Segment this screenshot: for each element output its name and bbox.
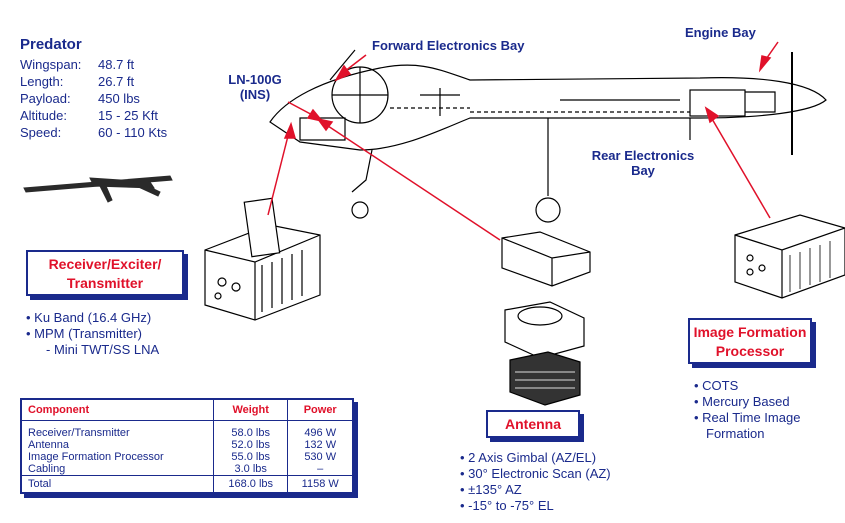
uav-fuselage-drawing [269, 49, 827, 223]
receiver-hardware-drawing [204, 197, 321, 321]
callout-engine-bay: Engine Bay [685, 25, 756, 40]
predator-silhouette [23, 175, 173, 203]
list-item: • MPM (Transmitter) [26, 326, 143, 341]
callout-arrows [267, 41, 779, 241]
image-processor-bullets: • COTS • Mercury Based • Real Time Image… [694, 378, 800, 442]
spec-row-altitude: Altitude:15 - 25 Kft [20, 108, 158, 123]
antenna-title-box: Antenna [486, 410, 580, 438]
callout-forward-electronics-bay: Forward Electronics Bay [372, 38, 525, 53]
list-item: • Real Time Image [694, 410, 801, 425]
image-processor-title-box: Image Formation Processor [688, 318, 812, 364]
list-item: • COTS [694, 378, 739, 393]
list-item: • 30° Electronic Scan (AZ) [460, 466, 611, 481]
list-item: - Mini TWT/SS LNA [46, 342, 160, 357]
list-item: • -15° to -75° EL [460, 498, 554, 513]
spec-row-length: Length:26.7 ft [20, 74, 135, 89]
table-row: Image Formation Processor 55.0 lbs 530 W [22, 450, 352, 463]
spec-row-speed: Speed:60 - 110 Kts [20, 125, 168, 140]
component-table-container: Component Weight Power Receiver/Transmit… [20, 398, 354, 494]
antenna-hardware-drawing [501, 231, 591, 406]
image-processor-hardware-drawing [734, 214, 845, 299]
list-item: • Mercury Based [694, 394, 790, 409]
table-header-component: Component [22, 400, 214, 421]
component-table: Component Weight Power Receiver/Transmit… [22, 400, 352, 492]
callout-ln100g: LN-100G (INS) [228, 72, 282, 102]
table-row: Antenna 52.0 lbs 132 W [22, 438, 352, 451]
predator-title: Predator [20, 36, 82, 53]
table-row [22, 420, 352, 427]
list-item: • 2 Axis Gimbal (AZ/EL) [460, 450, 597, 465]
table-header-row: Component Weight Power [22, 400, 352, 421]
list-item: • ±135° AZ [460, 482, 522, 497]
antenna-bullets: • 2 Axis Gimbal (AZ/EL) • 30° Electronic… [460, 450, 611, 514]
spec-row-wingspan: Wingspan:48.7 ft [20, 57, 135, 72]
receiver-bullets: • Ku Band (16.4 GHz) • MPM (Transmitter)… [26, 310, 159, 358]
receiver-title-box: Receiver/Exciter/ Transmitter [26, 250, 184, 296]
table-row: Receiver/Transmitter 58.0 lbs 496 W [22, 426, 352, 439]
list-item: Formation [706, 426, 765, 441]
list-item: • Ku Band (16.4 GHz) [26, 310, 152, 325]
table-total-row: Total 168.0 lbs 1158 W [22, 474, 352, 492]
callout-rear-electronics-bay: Rear Electronics Bay [591, 148, 695, 178]
table-header-power: Power [287, 400, 352, 421]
table-row: Cabling 3.0 lbs – [22, 462, 352, 475]
table-header-weight: Weight [212, 400, 288, 421]
spec-row-payload: Payload:450 lbs [20, 91, 140, 106]
